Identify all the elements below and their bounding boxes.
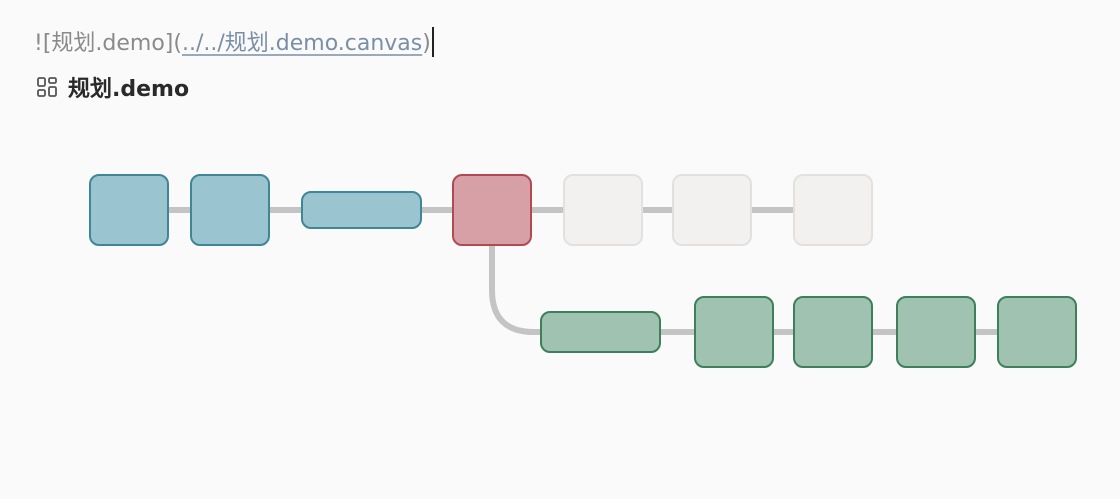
canvas-node-gray-3[interactable] bbox=[793, 174, 873, 246]
canvas-edges bbox=[165, 207, 1002, 335]
canvas-node-green-4[interactable] bbox=[997, 296, 1077, 368]
edge-branch bbox=[489, 242, 545, 335]
canvas-node-green-3[interactable] bbox=[896, 296, 976, 368]
embed-prefix: ![ bbox=[34, 31, 52, 56]
markdown-embed-source[interactable]: ![规划.demo](../../规划.demo.canvas) bbox=[34, 26, 434, 62]
canvas-node-gray-1[interactable] bbox=[563, 174, 643, 246]
embed-title: 规划.demo bbox=[68, 77, 190, 102]
embed-header[interactable]: 规划.demo bbox=[36, 72, 189, 102]
canvas-node-blue-wide[interactable] bbox=[301, 191, 422, 229]
text-cursor bbox=[431, 27, 434, 57]
canvas-node-green-1[interactable] bbox=[694, 296, 774, 368]
embed-alt-text: 规划.demo bbox=[51, 31, 165, 56]
canvas-grid-icon bbox=[37, 77, 57, 97]
canvas-node-blue-1[interactable] bbox=[89, 174, 169, 246]
canvas-node-red[interactable] bbox=[452, 174, 532, 246]
embed-suffix: ) bbox=[422, 31, 431, 56]
canvas-node-green-wide[interactable] bbox=[540, 311, 661, 353]
canvas-node-blue-2[interactable] bbox=[190, 174, 270, 246]
canvas-node-green-2[interactable] bbox=[793, 296, 873, 368]
embed-mid: ]( bbox=[164, 31, 182, 56]
embed-path-link[interactable]: ../../规划.demo.canvas bbox=[181, 31, 423, 56]
canvas-node-gray-2[interactable] bbox=[672, 174, 752, 246]
